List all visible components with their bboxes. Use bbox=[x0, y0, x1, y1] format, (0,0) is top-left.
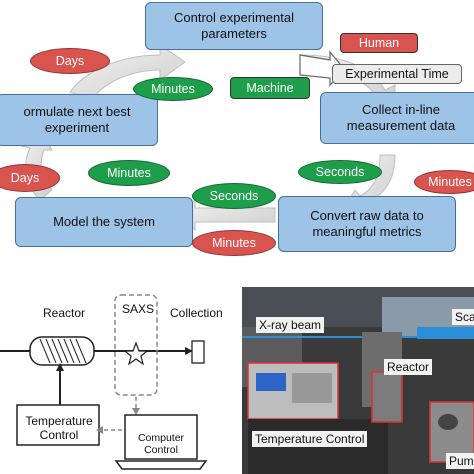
scanner-tag: Sca bbox=[452, 309, 474, 325]
collect-data-box: Collect in-line measurement data bbox=[320, 92, 474, 144]
computer-arrowhead bbox=[132, 408, 140, 415]
process-schematic bbox=[0, 294, 208, 470]
laptop-base bbox=[114, 460, 208, 470]
reactor-coil bbox=[39, 338, 87, 364]
saxs-label: SAXS bbox=[122, 302, 155, 316]
xray-beam-tag: X-ray beam bbox=[256, 317, 325, 333]
saxs-star-icon bbox=[123, 341, 149, 366]
minutes-right-badge: Minutes bbox=[414, 170, 474, 194]
computer-control-label: Computer Control bbox=[137, 432, 185, 456]
collection-label: Collection bbox=[170, 306, 223, 320]
model-system-box: Model the system bbox=[15, 197, 193, 247]
control-parameters-box: Control experimental parameters bbox=[145, 2, 323, 50]
formulate-experiment-box: ormulate next best experiment bbox=[0, 94, 158, 146]
saxs-dashed-box bbox=[114, 294, 158, 396]
flow-arrowhead bbox=[185, 347, 193, 355]
machine-legend: Machine bbox=[230, 77, 310, 99]
reactor-tag: Reactor bbox=[384, 359, 433, 375]
reactor-body bbox=[29, 336, 95, 366]
pump-tag: Pum bbox=[446, 453, 474, 469]
reactor-label: Reactor bbox=[43, 306, 86, 320]
seconds-right-badge: Seconds bbox=[298, 160, 382, 184]
computer-temp-arrowhead bbox=[96, 426, 103, 434]
temperature-control-box bbox=[16, 404, 100, 446]
days-top-badge: Days bbox=[30, 48, 110, 74]
human-legend: Human bbox=[340, 33, 418, 53]
laptop-screen bbox=[124, 414, 198, 460]
minutes-top-badge: Minutes bbox=[133, 77, 213, 101]
reactor-device bbox=[371, 371, 403, 423]
setup-photo: X-ray beam Sca Reactor Temperature Contr… bbox=[242, 287, 474, 474]
minutes-left-badge: Minutes bbox=[88, 160, 170, 186]
temperature-arrowhead bbox=[56, 363, 64, 371]
collection-vial bbox=[191, 340, 205, 364]
pump-device bbox=[429, 401, 474, 463]
minutes-bottom-badge: Minutes bbox=[192, 230, 276, 256]
temperature-control-tag: Temperature Control bbox=[252, 431, 368, 447]
days-left-badge: Days bbox=[0, 164, 60, 192]
temperature-control-label: Temperature Control bbox=[25, 414, 93, 442]
experimental-time-label: Experimental Time bbox=[332, 64, 462, 84]
convert-metrics-box: Convert raw data to meaningful metrics bbox=[278, 196, 456, 252]
seconds-mid-badge: Seconds bbox=[192, 183, 276, 209]
